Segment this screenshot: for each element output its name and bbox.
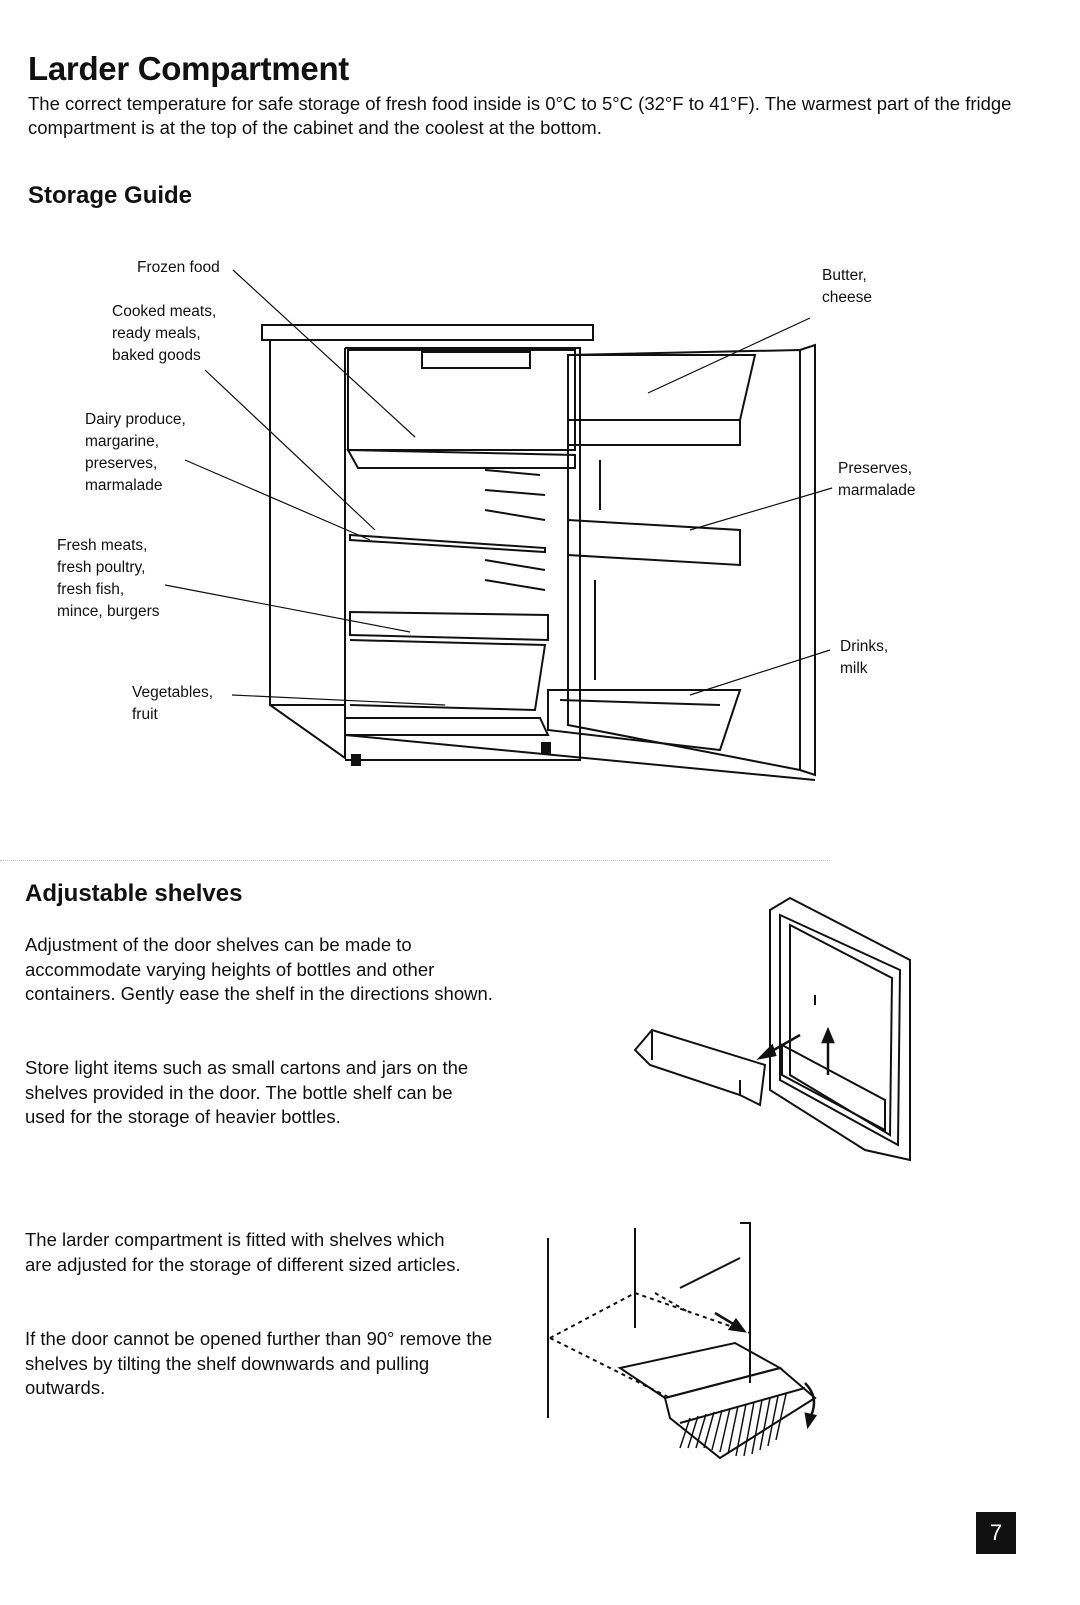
larder-shelf-illustration xyxy=(547,1222,818,1460)
page-title: Larder Compartment xyxy=(28,50,349,87)
paragraph-door-90: If the door cannot be opened further tha… xyxy=(25,1328,493,1398)
label-vegetables: Vegetables, fruit xyxy=(132,684,214,723)
label-preserves: Preserves, marmalade xyxy=(838,460,916,499)
adjustable-shelves-heading: Adjustable shelves xyxy=(25,880,243,907)
storage-guide-heading: Storage Guide xyxy=(28,182,193,209)
label-frozen-food: Frozen food xyxy=(137,259,220,276)
label-dairy: Dairy produce, margarine, preserves, mar… xyxy=(85,411,186,494)
label-butter: Butter, cheese xyxy=(822,267,872,306)
page-number: 7 xyxy=(976,1512,1016,1554)
section-divider xyxy=(0,860,830,861)
paragraph-light-items: Store light items such as small cartons … xyxy=(25,1057,469,1127)
fridge-illustration xyxy=(164,269,833,781)
label-drinks: Drinks, milk xyxy=(840,638,889,677)
paragraph-door-shelves: Adjustment of the door shelves can be ma… xyxy=(25,934,493,1004)
paragraph-larder-shelves: The larder compartment is fitted with sh… xyxy=(25,1229,461,1275)
door-shelf-illustration xyxy=(633,896,911,1162)
label-fresh-meats: Fresh meats, fresh poultry, fresh fish, … xyxy=(57,537,160,620)
label-cooked-meats: Cooked meats, ready meals, baked goods xyxy=(112,303,217,364)
intro-paragraph: The correct temperature for safe storage… xyxy=(28,93,1012,138)
